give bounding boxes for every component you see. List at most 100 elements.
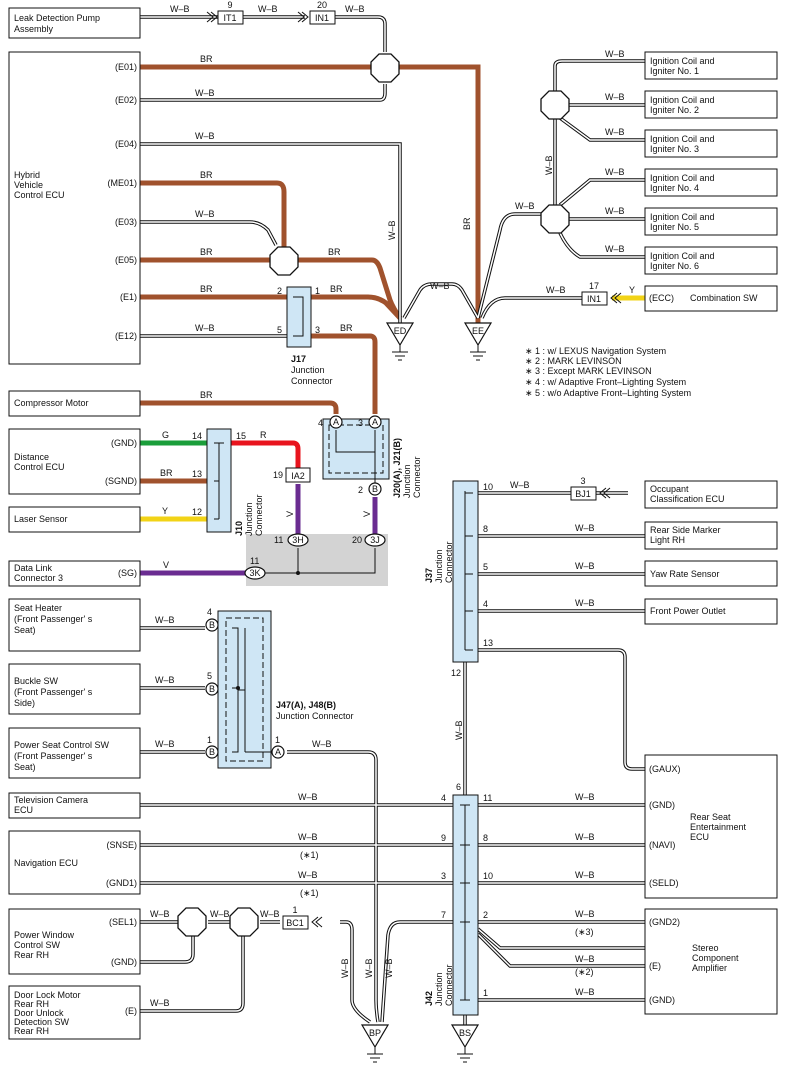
pin-j17-1: 1 — [315, 286, 320, 296]
ground-bs — [450, 1024, 480, 1049]
pin-j42-2: 2 — [483, 910, 488, 920]
wl-23: W–B — [155, 739, 175, 749]
mark-s1-a: (∗1) — [300, 850, 319, 860]
bc1-chevron — [311, 916, 323, 928]
wl-12: BR — [330, 284, 343, 294]
bc1-box — [282, 915, 309, 930]
j47-dot — [236, 686, 240, 690]
wl-50: W–B — [575, 954, 595, 964]
terminal-sg: (SG) — [118, 568, 137, 578]
pin-j37-4: 4 — [483, 599, 488, 609]
ia2-box — [285, 467, 311, 483]
j37-label-3: Connector — [444, 541, 454, 583]
coil4-label-1: Ignition Coil and — [650, 173, 715, 183]
pin-j42-6: 6 — [456, 782, 461, 792]
pin-in1-20: 20 — [317, 0, 327, 10]
pin-bc1-1: 1 — [292, 905, 297, 915]
wl-39: W–B — [605, 167, 625, 177]
rse-label-2: Entertainment — [690, 822, 747, 832]
wl-15: BR — [200, 390, 213, 400]
wl-53: W–B — [387, 220, 397, 240]
hv-ecu-label-1: Hybrid — [14, 170, 40, 180]
pin-j42-7: 7 — [441, 910, 446, 920]
it1-chevron — [206, 11, 218, 23]
pin-j20-3: 3 — [358, 418, 363, 428]
splice-coil-bottom — [540, 204, 570, 234]
power-seat-label-3: Seat) — [14, 762, 36, 772]
terminal-e-stereo: (E) — [649, 961, 661, 971]
shaded-splice-area — [246, 534, 388, 586]
seat-heater-label-3: Seat) — [14, 625, 36, 635]
wl-27: W–B — [298, 870, 318, 880]
coil5-box — [644, 207, 778, 236]
ground-ed — [385, 322, 415, 347]
stereo-label-3: Amplifier — [692, 963, 727, 973]
coil2-label-2: Igniter No. 2 — [650, 105, 699, 115]
terminal-gnd-dist: (GND) — [111, 438, 137, 448]
distance-ecu-box — [8, 428, 141, 495]
inline-connectors: IT1 9 IN1 20 IN1 17 IA2 19 BJ1 3 BC1 1 — [206, 0, 622, 930]
pin-3j — [364, 533, 386, 547]
code-3k: 3K — [249, 568, 260, 578]
in1-code-top: IN1 — [315, 13, 329, 23]
wl-58: W–B — [340, 958, 350, 978]
code-3j: 3J — [370, 535, 380, 545]
terminal-e12: (E12) — [115, 331, 137, 341]
j10-label-3: Connector — [254, 494, 264, 536]
wl-20: V — [163, 560, 169, 570]
pin-j47-b1 — [205, 745, 219, 759]
wl-31: W–B — [150, 998, 170, 1008]
splice-coil-top — [540, 90, 570, 120]
wl-21: W–B — [155, 615, 175, 625]
pin-j10-13: 13 — [192, 469, 202, 479]
ground-ed-label: ED — [394, 326, 407, 336]
stereo-box — [644, 908, 778, 1015]
terminal-gnd2: (GND2) — [649, 917, 680, 927]
code-j47-b1: B — [209, 747, 215, 757]
terminal-gnd-rse: (GND) — [649, 800, 675, 810]
code-j20-a3: A — [372, 417, 378, 427]
wl-55: V — [285, 511, 295, 517]
nav-ecu-label: Navigation ECU — [14, 858, 78, 868]
ground-bp — [360, 1024, 390, 1049]
wl-38: W–B — [605, 127, 625, 137]
j20-connector — [322, 418, 390, 480]
wl-59: W–B — [364, 958, 374, 978]
j37-label-1: J37 — [424, 568, 434, 583]
terminal-gaux: (GAUX) — [649, 764, 681, 774]
compressor-label: Compressor Motor — [14, 398, 89, 408]
j42-label: J42 Junction Connector — [424, 964, 454, 1006]
splice-line — [264, 548, 376, 574]
wl-34: W–B — [546, 285, 566, 295]
terminal-gnd1: (GND1) — [106, 878, 137, 888]
ground-bp-bars — [367, 1047, 383, 1063]
wl-24: W–B — [312, 739, 332, 749]
terminal-gnd-stereo: (GND) — [649, 995, 675, 1005]
wl-16: G — [162, 430, 169, 440]
terminal-e1: (E1) — [120, 292, 137, 302]
in1-box — [581, 291, 608, 306]
pin-j10-15: 15 — [236, 431, 246, 441]
terminal-e04: (E04) — [115, 139, 137, 149]
ground-bs-bars — [457, 1047, 473, 1063]
wl-43: W–B — [575, 523, 595, 533]
pin-in1-17: 17 — [589, 281, 599, 291]
laser-label: Laser Sensor — [14, 514, 68, 524]
terminal-e02: (E02) — [115, 95, 137, 105]
j10-label: J10 Junction Connector — [234, 494, 264, 536]
power-window-box — [8, 908, 141, 975]
terminal-e03: (E03) — [115, 217, 137, 227]
splice-dot — [296, 571, 300, 575]
terminal-sel1: (SEL1) — [109, 917, 137, 927]
pin-j42-8: 8 — [483, 833, 488, 843]
hv-ecu-label-2: Vehicle — [14, 180, 43, 190]
wl-52: BR — [462, 217, 472, 230]
j20-label-2: Junction — [402, 464, 412, 498]
wl-47: W–B — [575, 832, 595, 842]
coil5-label-1: Ignition Coil and — [650, 212, 715, 222]
hv-ecu-label-3: Control ECU — [14, 190, 65, 200]
buckle-box — [8, 663, 141, 715]
j20-internal-dash — [328, 424, 384, 474]
pin-j17-5: 5 — [277, 325, 282, 335]
